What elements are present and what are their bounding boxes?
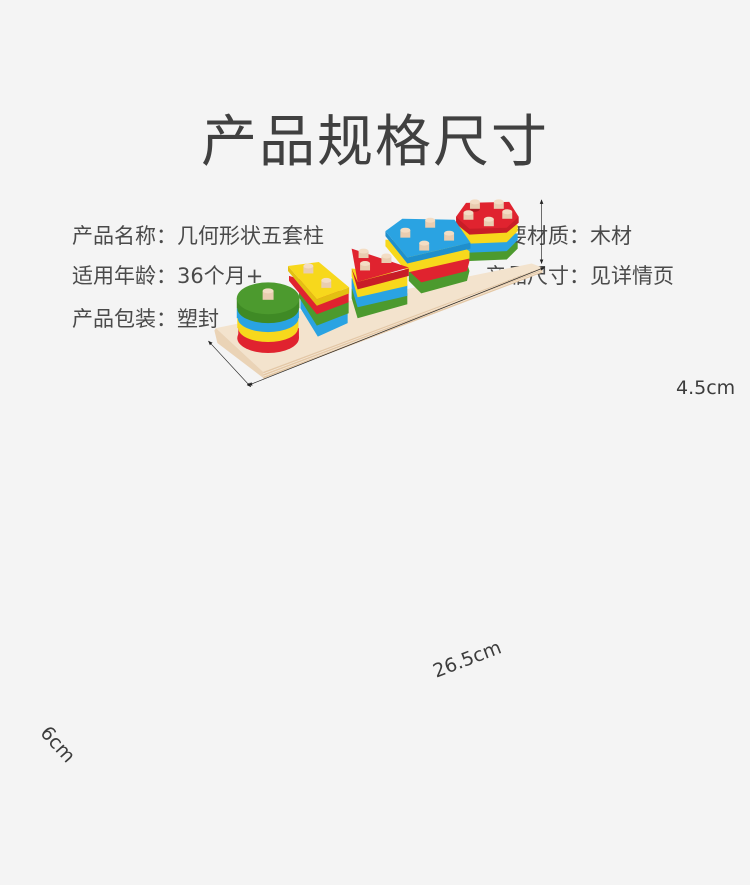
spec-product-name: 产品名称：几何形状五套柱 xyxy=(72,222,324,250)
spec-packaging: 产品包装：塑封 xyxy=(72,305,219,333)
pentagon-stack xyxy=(456,199,519,262)
width-dimension-line xyxy=(208,340,252,388)
length-dimension-line xyxy=(247,267,545,386)
spec-value: 塑封 xyxy=(177,307,219,331)
spec-label: 产品包装： xyxy=(72,307,177,331)
spec-value: 见详情页 xyxy=(590,264,674,288)
spec-label: 适用年龄： xyxy=(72,264,177,288)
height-label: 4.5cm xyxy=(676,377,736,399)
spec-value: 木材 xyxy=(590,224,632,248)
length-label: 26.5cm xyxy=(430,636,505,683)
product-image xyxy=(208,199,545,388)
spec-label: 产品名称： xyxy=(72,224,177,248)
spec-value: 几何形状五套柱 xyxy=(177,224,324,248)
circle-stack xyxy=(236,282,300,353)
width-label: 6cm xyxy=(35,722,80,768)
page-title: 产品规格尺寸 xyxy=(201,110,549,175)
